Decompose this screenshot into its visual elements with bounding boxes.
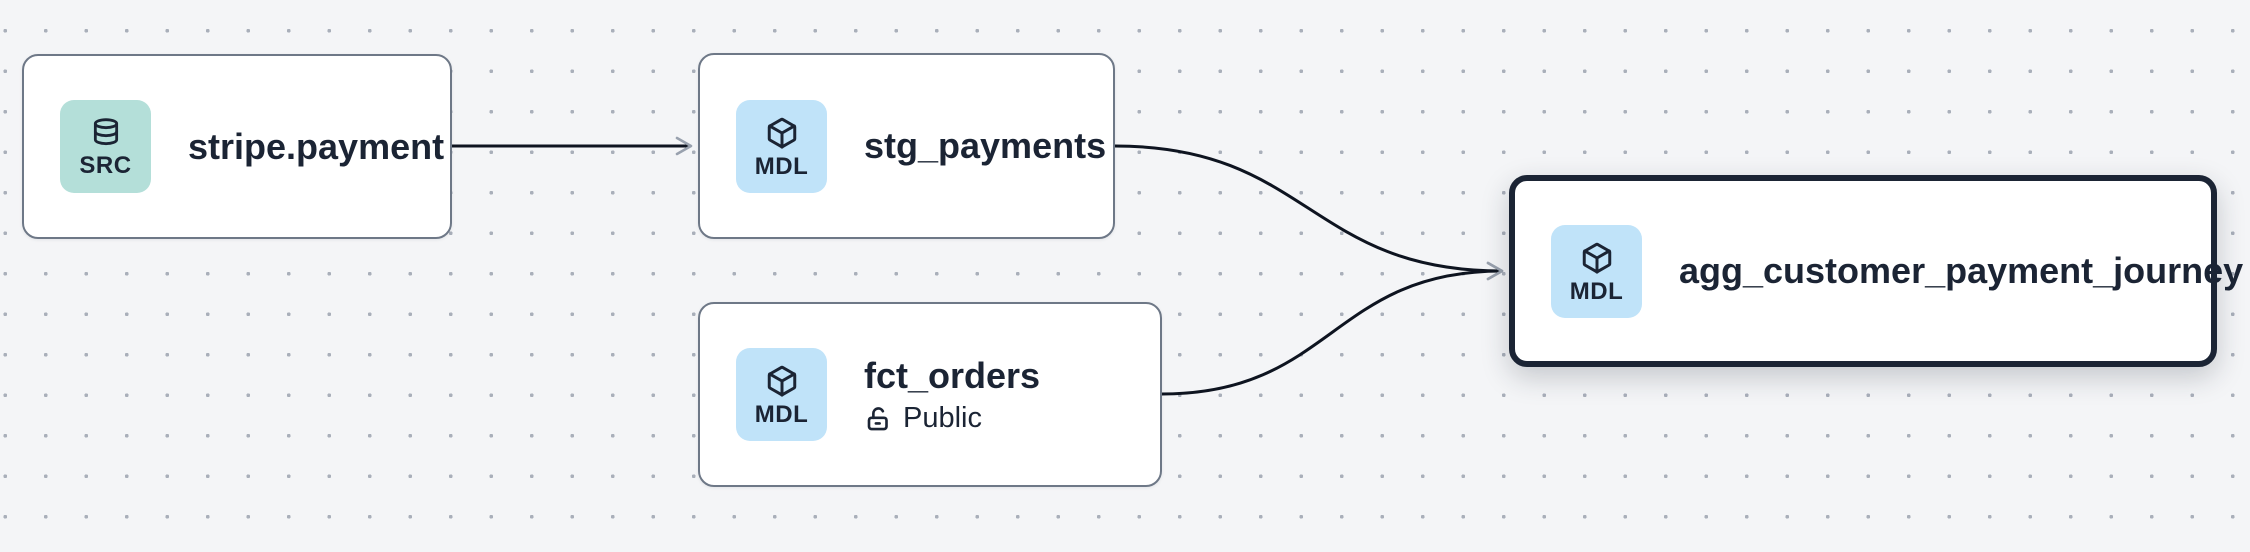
database-icon bbox=[93, 118, 118, 146]
source-badge: SRC bbox=[60, 100, 151, 193]
badge-label: MDL bbox=[754, 152, 809, 180]
node-title: stripe.payment bbox=[188, 125, 445, 167]
badge-label: SRC bbox=[79, 152, 132, 179]
edge-fct-orders-to-agg-customer-payment-journey bbox=[1161, 261, 1504, 396]
access-label: Public bbox=[864, 402, 1040, 435]
node-agg-customer-payment-journey[interactable]: MDL agg_customer_payment_journey bbox=[1509, 175, 2243, 367]
model-badge: MDL bbox=[1551, 224, 1642, 318]
badge-label: MDL bbox=[754, 401, 809, 428]
model-badge: MDL bbox=[736, 348, 827, 441]
node-fct-orders[interactable]: MDL fct_orders Public bbox=[698, 302, 1162, 487]
node-title: stg_payments bbox=[864, 125, 1107, 167]
cube-icon bbox=[767, 365, 796, 397]
node-title: agg_customer_payment_journey bbox=[1679, 250, 2244, 292]
cube-icon bbox=[767, 117, 796, 149]
access-text: Public bbox=[903, 402, 982, 435]
badge-label: MDL bbox=[1569, 277, 1624, 305]
node-title: fct_orders bbox=[864, 354, 1041, 396]
edge-stg-payments-to-agg-customer-payment-journey bbox=[1114, 144, 1504, 281]
node-stg-payments[interactable]: MDL stg_payments bbox=[698, 53, 1115, 239]
node-stripe-payment[interactable]: SRC stripe.payment bbox=[22, 54, 452, 239]
lock-open-icon bbox=[867, 407, 888, 431]
model-badge: MDL bbox=[736, 99, 827, 193]
cube-icon bbox=[1582, 242, 1611, 274]
